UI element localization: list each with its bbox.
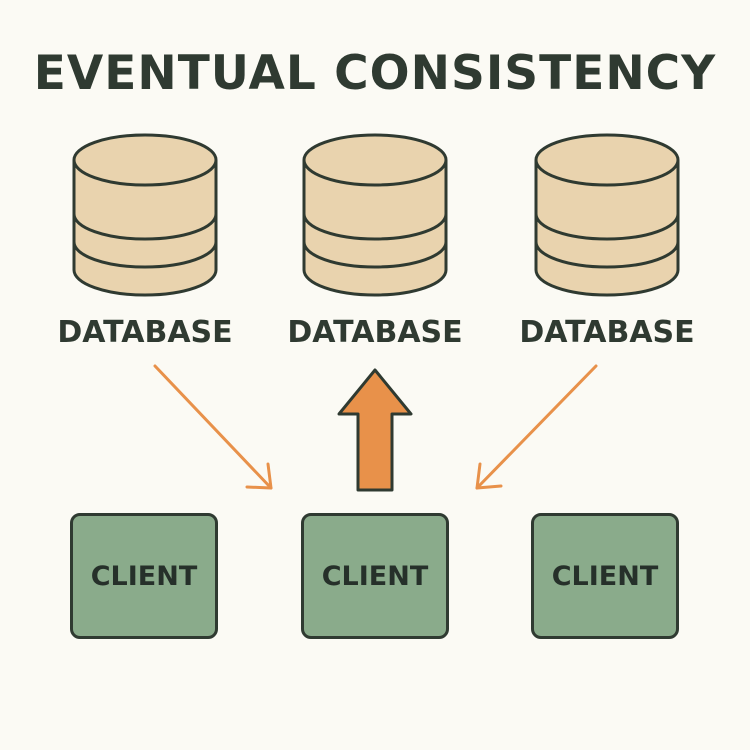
client-3-box: CLIENT bbox=[531, 513, 679, 639]
client-1-box: CLIENT bbox=[70, 513, 218, 639]
database-3-label: DATABASE bbox=[519, 315, 695, 350]
client-1-label: CLIENT bbox=[90, 560, 198, 592]
arrow-client-to-database-2 bbox=[337, 368, 413, 492]
database-3-cylinder bbox=[534, 133, 680, 297]
client-2-box: CLIENT bbox=[301, 513, 449, 639]
client-3-label: CLIENT bbox=[551, 560, 659, 592]
diagram-title: EVENTUAL CONSISTENCY bbox=[33, 46, 717, 101]
database-2-label: DATABASE bbox=[287, 315, 463, 350]
arrow-database-1-to-client bbox=[153, 364, 273, 490]
client-2-label: CLIENT bbox=[321, 560, 429, 592]
database-1-cylinder bbox=[72, 133, 218, 297]
arrow-database-3-to-client bbox=[475, 364, 598, 490]
database-1-label: DATABASE bbox=[57, 315, 233, 350]
database-2-cylinder bbox=[302, 133, 448, 297]
